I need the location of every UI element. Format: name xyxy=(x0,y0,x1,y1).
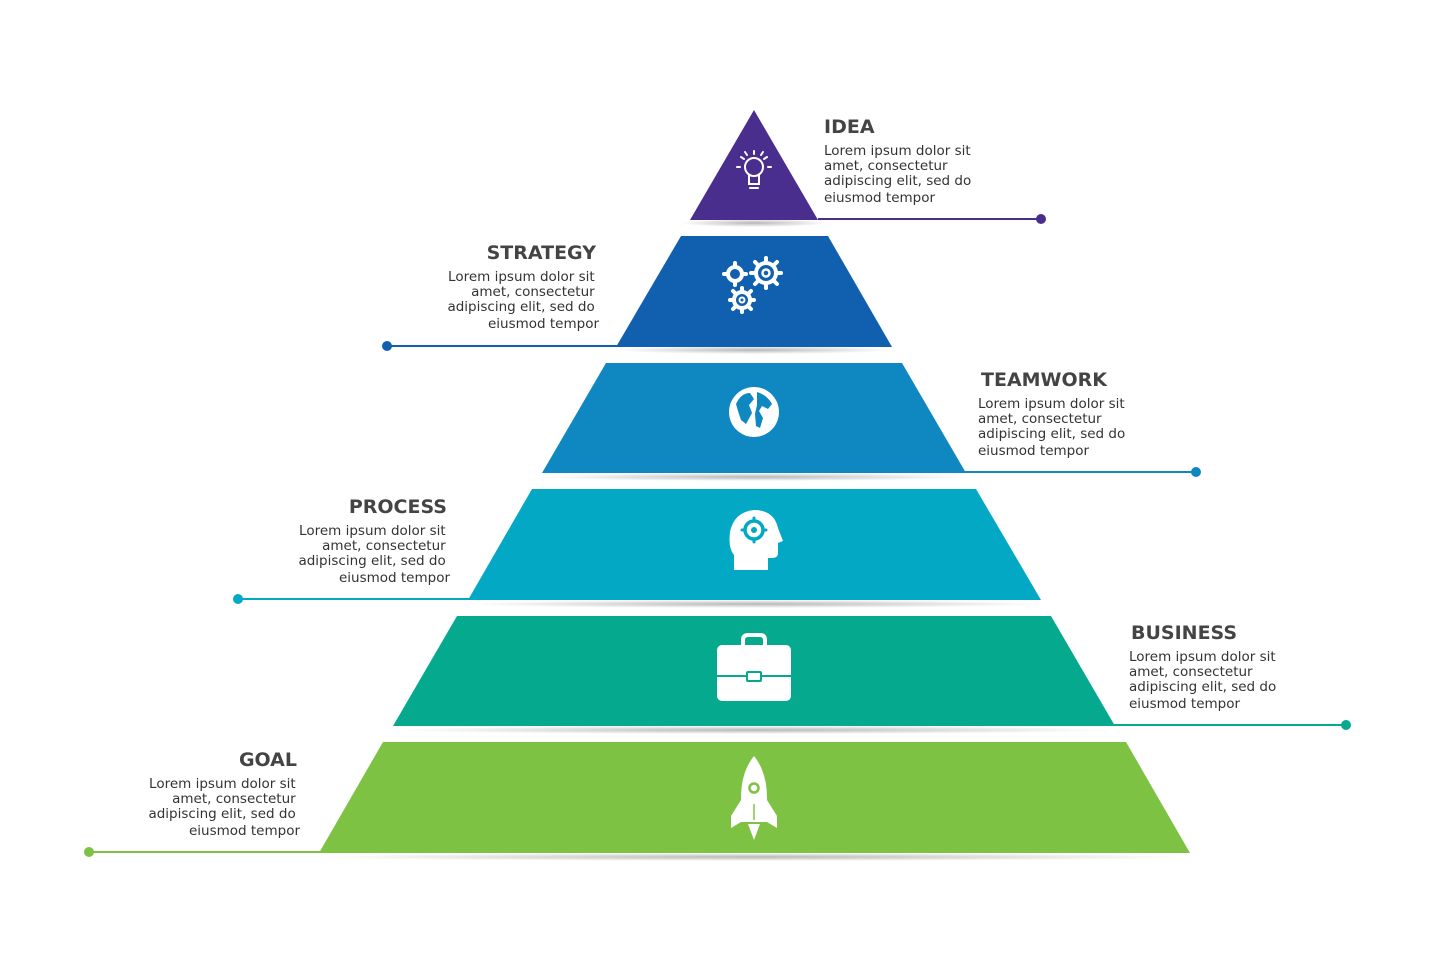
level-title-process: PROCESS xyxy=(349,496,447,518)
level-title-idea: IDEA xyxy=(824,116,875,138)
leader-dot-strategy xyxy=(382,341,392,351)
level-title-teamwork: TEAMWORK xyxy=(981,369,1108,391)
level-desc-process: Lorem ipsum dolor sit amet, consectetur … xyxy=(298,523,450,586)
pyramid-level-business: BUSINESS Lorem ipsum dolor sit amet, con… xyxy=(393,616,1351,734)
level-desc-strategy: Lorem ipsum dolor sit amet, consectetur … xyxy=(447,269,599,332)
pyramid-level-goal: GOAL Lorem ipsum dolor sit amet, consect… xyxy=(84,742,1190,861)
level-title-strategy: STRATEGY xyxy=(487,242,597,264)
pyramid-level-process: PROCESS Lorem ipsum dolor sit amet, cons… xyxy=(233,489,1044,608)
head-gear-icon xyxy=(729,510,783,570)
pyramid-level-strategy: STRATEGY Lorem ipsum dolor sit amet, con… xyxy=(382,236,894,354)
leader-dot-teamwork xyxy=(1191,467,1201,477)
leader-dot-process xyxy=(233,594,243,604)
pyramid-level-teamwork: TEAMWORK Lorem ipsum dolor sit amet, con… xyxy=(539,363,1201,481)
level-desc-teamwork: Lorem ipsum dolor sit amet, consectetur … xyxy=(978,396,1130,459)
pyramid-level-idea: IDEA Lorem ipsum dolor sit amet, consect… xyxy=(679,110,1046,227)
leader-dot-business xyxy=(1341,720,1351,730)
level-desc-idea: Lorem ipsum dolor sit amet, consectetur … xyxy=(824,143,976,206)
lightbulb-icon xyxy=(736,150,772,189)
gears-icon xyxy=(722,256,783,314)
globe-icon xyxy=(729,387,779,437)
level-desc-business: Lorem ipsum dolor sit amet, consectetur … xyxy=(1129,649,1281,712)
level-shape-strategy xyxy=(616,236,892,347)
level-title-business: BUSINESS xyxy=(1131,622,1237,644)
briefcase-icon xyxy=(717,633,791,701)
level-shape-idea xyxy=(690,110,818,220)
level-title-goal: GOAL xyxy=(239,749,297,771)
leader-dot-goal xyxy=(84,847,94,857)
rocket-icon xyxy=(731,756,777,840)
leader-dot-idea xyxy=(1036,214,1046,224)
level-desc-goal: Lorem ipsum dolor sit amet, consectetur … xyxy=(148,776,300,839)
